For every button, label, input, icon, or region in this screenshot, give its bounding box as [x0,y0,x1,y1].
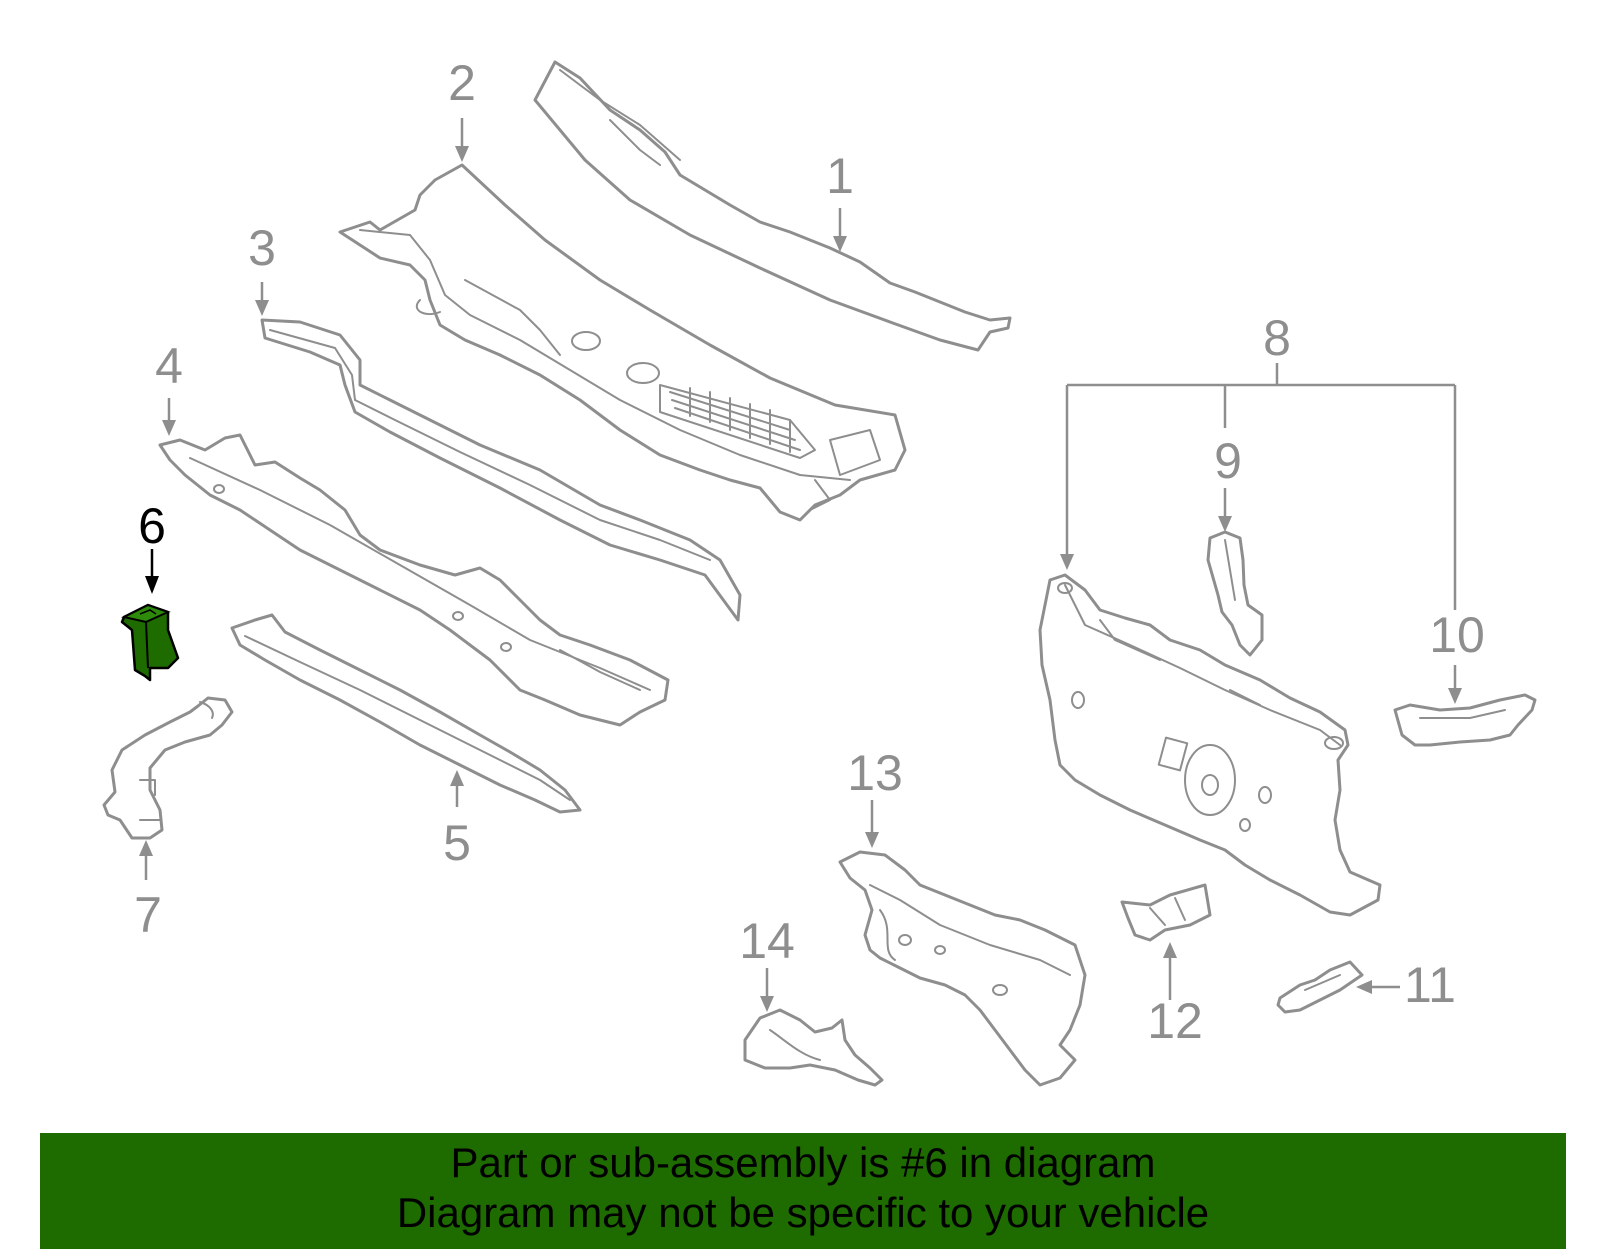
label-9: 9 [1214,433,1242,489]
label-6: 6 [138,498,166,554]
part-7-duct[interactable] [102,696,234,840]
part-number-labels: 1 2 3 4 5 6 7 8 9 10 11 12 13 14 [134,55,1485,1049]
part-4-lower-cowl[interactable] [158,433,670,727]
label-10: 10 [1429,607,1485,663]
label-5: 5 [443,815,471,871]
part-6-highlighted[interactable] [120,603,180,682]
part-12-bracket[interactable] [1120,883,1212,942]
part-9-bracket[interactable] [1206,530,1264,657]
part-3-cowl-strip[interactable] [260,318,742,622]
parts-diagram: 1 2 3 4 5 6 7 8 9 10 11 12 13 14 [102,55,1537,1087]
part-1-cowl-panel[interactable] [533,60,1012,352]
label-4: 4 [155,338,183,394]
label-2: 2 [448,55,476,111]
label-13: 13 [847,745,903,801]
callouts [139,118,1462,1012]
part-2-cowl-vent-panel[interactable] [338,163,907,522]
label-12: 12 [1147,993,1203,1049]
part-11-clip[interactable] [1276,960,1364,1014]
label-1: 1 [826,148,854,204]
part-14-insulator[interactable] [743,1008,884,1087]
part-10-bracket[interactable] [1393,693,1537,747]
banner-line-1: Part or sub-assembly is #6 in diagram [450,1139,1156,1186]
label-8: 8 [1263,310,1291,366]
part-8-dash-panel[interactable] [1038,573,1382,917]
label-11: 11 [1404,957,1456,1013]
part-13-insulator[interactable] [838,850,1087,1087]
label-3: 3 [248,220,276,276]
label-14: 14 [739,913,795,969]
part-5-brace[interactable] [230,613,582,814]
label-7: 7 [134,887,162,943]
info-banner: Part or sub-assembly is #6 in diagram Di… [40,1133,1566,1249]
banner-line-2: Diagram may not be specific to your vehi… [396,1189,1210,1236]
